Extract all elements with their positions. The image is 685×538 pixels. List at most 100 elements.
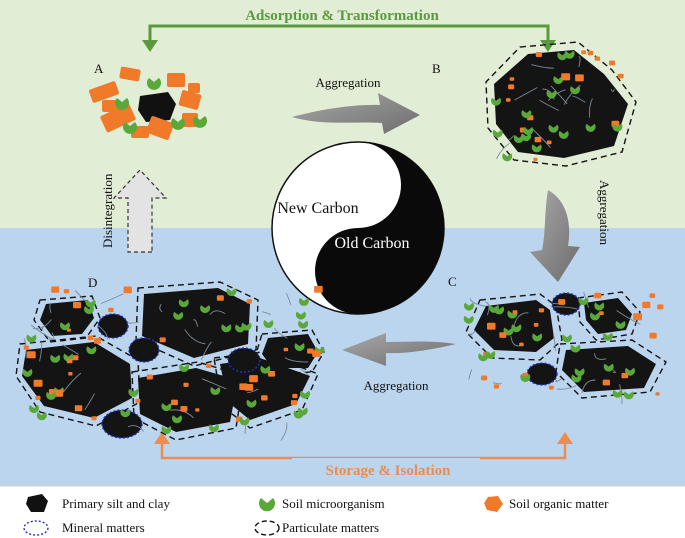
organic-matter-dot [66, 358, 73, 364]
organic-matter-dot [33, 379, 43, 387]
particulate-boundary-c-left [465, 293, 563, 361]
aggregate-fissure [594, 353, 607, 360]
aggregation-arrow-c-to-d: Aggregation [342, 333, 456, 393]
microorganism-dot [50, 354, 61, 363]
aggregate-fissure [485, 301, 490, 316]
microorganism-dot [615, 320, 626, 329]
microorganism-particle [193, 116, 208, 128]
particulate-boundary-d-1 [33, 295, 101, 343]
organic-matter-particle [188, 83, 200, 93]
organic-matter-dot [66, 328, 71, 332]
organic-matter-dot [135, 398, 141, 403]
microorganism-dot [561, 334, 572, 343]
microorganism-dot [84, 306, 94, 315]
microorganism-dot [295, 311, 306, 320]
organic-matter-dot [283, 347, 289, 352]
organic-matter-dot [649, 332, 657, 339]
organic-matter-dot [534, 136, 542, 143]
microorganism-dot [60, 322, 70, 331]
bottom-cycle-label: Storage & Isolation [326, 463, 452, 479]
arrow-label-b-to-c: Aggregation [597, 180, 612, 245]
organic-matter-dot [195, 408, 200, 412]
organic-matter-dot [546, 140, 552, 145]
microorganism-dot [297, 407, 308, 416]
organic-matter-dot [73, 301, 81, 309]
organic-matter-icon [484, 496, 503, 512]
aggregate-fissure [127, 425, 145, 432]
aggregate-fissure [514, 87, 538, 101]
aggregate-fissure [513, 312, 529, 328]
organic-matter-dot [146, 374, 153, 380]
mineral-matter-d-2 [128, 337, 160, 363]
microorganism-dot [485, 350, 496, 359]
organic-matter-dot [508, 84, 515, 90]
organic-matter-dot [180, 406, 188, 412]
organic-matter-dot [183, 382, 189, 387]
microorganism-dot [36, 412, 47, 421]
aggregate-fissure [611, 88, 616, 92]
microorganism-dot [161, 403, 172, 412]
microorganism-dot [548, 124, 559, 133]
microorganism-dot [86, 346, 97, 355]
organic-matter-dot [292, 393, 298, 399]
aggregate-fissure [496, 143, 510, 159]
microorganism-dot [200, 305, 211, 314]
top-cycle-arrow: Adsorption & Transformation [142, 8, 556, 52]
organic-matter-particle [100, 103, 136, 133]
aggregate-fissure [49, 302, 52, 313]
aggregation-arrow-a-to-b: Aggregation [292, 75, 420, 134]
microorganism-particle [171, 118, 186, 130]
organic-matter-dot [535, 52, 542, 57]
particulate-boundary-b [485, 41, 637, 167]
organic-matter-dot [246, 299, 252, 304]
aggregate-fissure [557, 385, 577, 390]
microorganism-particle [147, 78, 162, 90]
organic-matter-dot [621, 372, 629, 379]
microorganism-dot [570, 86, 581, 95]
microorganism-dot [494, 306, 505, 315]
microorganism-particle [115, 98, 130, 110]
microorganism-dot [26, 334, 37, 343]
organic-matter-dot [249, 375, 258, 383]
microorganism-icon [259, 498, 275, 512]
microorganism-dot [179, 364, 190, 373]
aggregate-fissure [468, 369, 473, 380]
organic-matter-dot [54, 389, 64, 397]
microorganism-dot [585, 123, 596, 132]
organic-matter-dot [171, 399, 178, 406]
microorganism-dot [574, 368, 585, 377]
silt-clay-core-d-4 [138, 368, 238, 432]
organic-matter-dot [216, 295, 224, 301]
aggregate-fissure [274, 327, 288, 339]
silt-clay-core-d-6 [262, 334, 318, 368]
organic-matter-dot [581, 50, 587, 55]
microorganism-dot [210, 387, 221, 395]
microorganism-dot [531, 144, 542, 153]
silt-clay-core-d-2 [142, 288, 250, 358]
microorganism-dot [520, 374, 531, 383]
microorganism-dot [128, 388, 139, 397]
aggregate-fissure [508, 135, 515, 141]
organic-matter-dot [633, 313, 642, 321]
aggregate-fissure [209, 310, 226, 315]
microorganism-dot [46, 391, 57, 400]
arrow-label-a-to-b: Aggregation [316, 75, 381, 90]
microorganism-dot [260, 365, 271, 374]
aggregate-fissure [127, 321, 140, 324]
panel-a-loose-particles [89, 66, 208, 140]
organic-matter-dot [602, 379, 610, 386]
aggregate-fissure [555, 378, 562, 383]
aggregate-fissure [284, 357, 309, 363]
microorganism-dot [239, 417, 250, 426]
organic-matter-dot [487, 322, 496, 330]
organic-matter-dot [72, 355, 79, 361]
aggregate-fissure [262, 311, 271, 316]
aggregate-fissure [510, 336, 521, 347]
aggregate-fissure [101, 293, 124, 304]
microorganism-dot [172, 415, 182, 424]
bottom-cycle-arrow: Storage & Isolation [154, 432, 573, 480]
microorganism-dot [602, 332, 613, 341]
organic-matter-dot [649, 293, 656, 298]
